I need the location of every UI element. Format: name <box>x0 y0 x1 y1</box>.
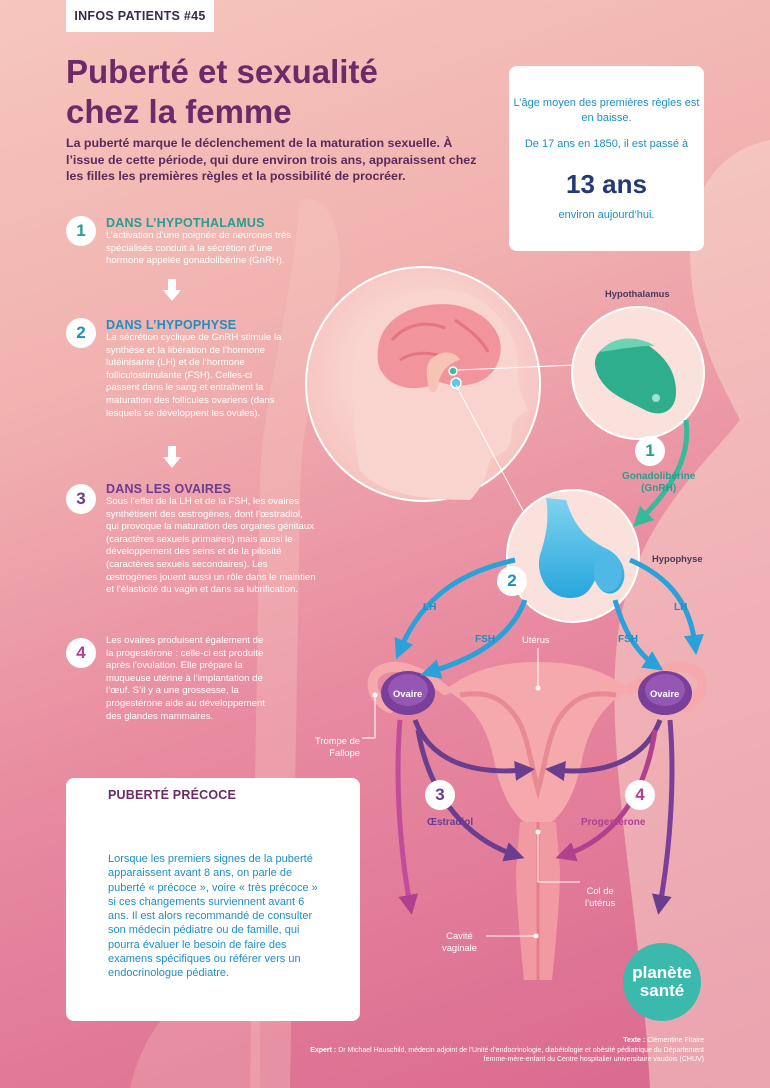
step-2-title: DANS L’HYPOPHYSE <box>106 318 237 332</box>
label-lh-left: LH <box>423 602 437 613</box>
arrow-down-icon <box>163 446 181 468</box>
label-hypophyse: Hypophyse <box>652 553 703 564</box>
title-line-2: chez la femme <box>66 93 292 130</box>
step-1-number: 1 <box>66 216 96 246</box>
step-2-text: La sécrétion cyclique de GnRH stimule la… <box>106 332 282 419</box>
hypothalamus-zoom <box>571 306 705 440</box>
arrow-down-icon <box>163 279 181 301</box>
diagram-step-2-number: 2 <box>497 566 527 596</box>
label-cavite: Cavité vaginale <box>442 930 477 954</box>
label-trompe-line2: Fallope <box>329 747 360 758</box>
step-4-number: 4 <box>66 638 96 668</box>
right-body-arrow <box>651 719 675 915</box>
age-info-box: L’âge moyen des premières règles est en … <box>509 66 704 251</box>
hypophyse-zoom <box>506 489 640 623</box>
logo-line2: santé <box>639 981 685 1000</box>
credits-expert-label: Expert : <box>310 1046 339 1054</box>
planete-sante-logo: planète santé <box>623 943 701 1021</box>
age-info-line2: De 17 ans en 1850, il est passé à <box>524 138 689 150</box>
label-lh-right: LH <box>674 602 688 613</box>
oestradiol-arrow-vagina <box>415 729 525 862</box>
age-info-big: 13 ans <box>566 169 647 199</box>
credits-texte-name: Clémentine Fitaire <box>647 1037 704 1044</box>
diagram-step-3-number: 3 <box>425 780 455 810</box>
diagram-step-1-number: 1 <box>635 436 665 466</box>
credits-expert: Expert : Dr Michael Hauschild, médecin a… <box>304 1046 704 1065</box>
label-gnrh-line1: Gonadolibérine <box>622 471 696 482</box>
puberte-precoce-title: PUBERTÉ PRÉCOCE <box>108 788 237 802</box>
credits-texte-label: Texte : <box>623 1037 648 1044</box>
label-trompe-line1: Trompe de <box>315 735 360 746</box>
step-3-title: DANS LES OVAIRES <box>106 482 232 496</box>
puberte-precoce-text: Lorsque les premiers signes de la pubert… <box>108 853 318 980</box>
label-trompe: Trompe de Fallope <box>312 735 360 759</box>
label-ovaire-left: Ovaire <box>393 688 423 699</box>
oestradiol-arrow-uterus <box>412 719 535 781</box>
label-fsh-right: FSH <box>618 634 638 645</box>
label-uterus: Utérus <box>522 634 550 645</box>
fsh-left-arrow <box>420 599 528 679</box>
trompe-leader <box>362 695 376 739</box>
diagram-step-4-number: 4 <box>625 780 655 810</box>
credits-expert-text: Dr Michael Hauschild, médecin adjoint de… <box>338 1046 704 1064</box>
col-leader <box>537 832 580 883</box>
fsh-right-arrow <box>612 599 664 671</box>
label-col-line1: Col de <box>586 885 614 896</box>
infos-patients-tag: INFOS PATIENTS #45 <box>66 0 214 32</box>
label-col-line2: l’utérus <box>585 897 616 908</box>
label-fsh-left: FSH <box>475 634 495 645</box>
credits: Texte : Clémentine Fitaire Expert : Dr M… <box>304 1036 704 1065</box>
step-4-text: Les ovaires produisent également de la p… <box>106 635 265 722</box>
label-gnrh: Gonadolibérine (GnRH) <box>622 471 695 495</box>
credits-texte: Texte : Clémentine Fitaire <box>304 1036 704 1046</box>
left-body-arrow <box>395 719 419 915</box>
step-1-title: DANS L’HYPOTHALAMUS <box>106 216 265 230</box>
label-gnrh-line2: (GnRH) <box>641 483 677 494</box>
lh-left-arrow <box>394 557 516 660</box>
step-2-number: 2 <box>66 318 96 348</box>
lh-right-arrow <box>629 557 704 655</box>
step-3-number: 3 <box>66 484 96 514</box>
puberte-precoce-box: PUBERTÉ PRÉCOCE Lorsque les premiers sig… <box>66 778 360 1021</box>
step-1-text: L’activation d’une poignée de neurones t… <box>106 230 292 267</box>
label-oestradiol: Œstradiol <box>427 817 474 828</box>
age-info-line3: environ aujourd’hui. <box>558 209 655 221</box>
reproductive-system <box>367 661 708 980</box>
title-line-1: Puberté et sexualité <box>66 53 378 90</box>
page-title: Puberté et sexualité chez la femme <box>66 52 378 132</box>
age-info-line1: L’âge moyen des premières règles est en … <box>513 97 700 124</box>
logo-line1: planète <box>632 963 692 982</box>
label-cavite-line2: vaginale <box>442 942 477 953</box>
label-col-uterus: Col de l’utérus <box>585 885 615 909</box>
label-cavite-line1: Cavité <box>446 930 473 941</box>
label-ovaire-right: Ovaire <box>650 688 680 699</box>
intro-text: La puberté marque le déclenchement de la… <box>66 136 477 183</box>
step-3-text: Sous l’effet de la LH et de la FSH, les … <box>106 496 316 596</box>
gnrh-arrow <box>632 419 690 528</box>
progesterone-arrow <box>555 729 658 862</box>
label-progesterone: Progestérone <box>581 817 646 828</box>
label-hypothalamus: Hypothalamus <box>605 288 670 299</box>
head-illustration <box>305 266 576 521</box>
